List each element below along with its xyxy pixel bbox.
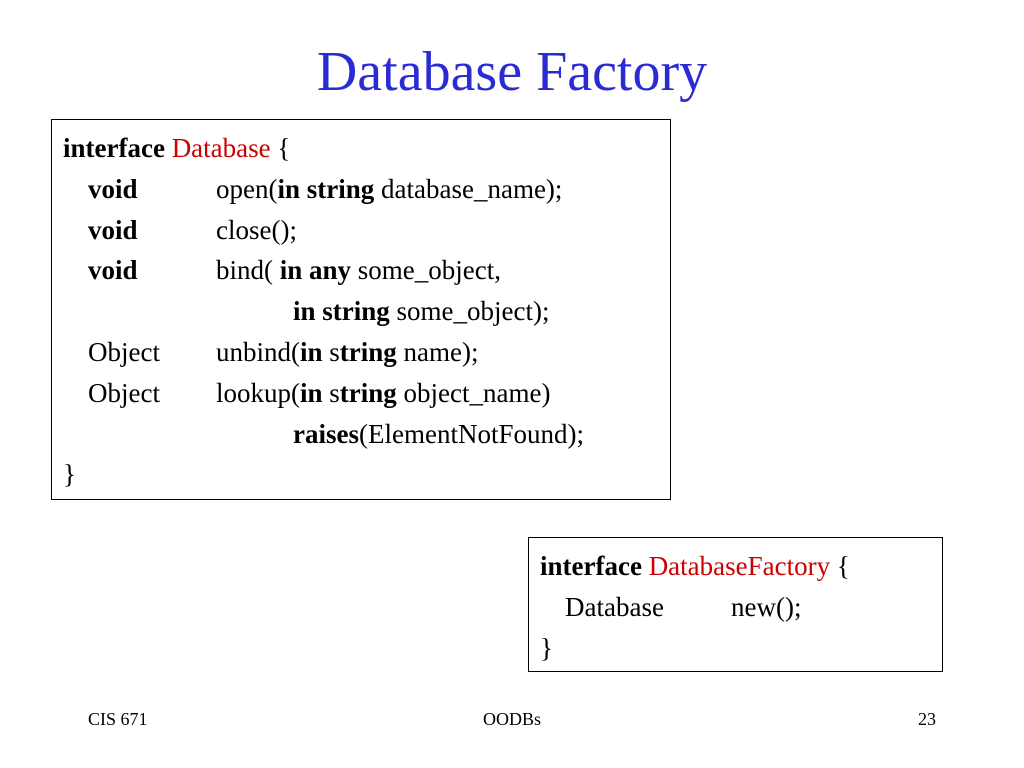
factory-interface-name: DatabaseFactory bbox=[648, 551, 831, 581]
method-return-type: void bbox=[88, 173, 138, 204]
code-text: unbind( bbox=[216, 336, 300, 367]
code-text: open( bbox=[216, 173, 278, 204]
code-keyword: in string bbox=[277, 173, 375, 204]
code-keyword: in bbox=[300, 336, 323, 367]
code-keyword: in bbox=[300, 377, 323, 408]
factory-method-line: Database new(); bbox=[529, 587, 942, 628]
code-text: s bbox=[322, 377, 340, 408]
footer-page-number: 23 bbox=[918, 709, 936, 729]
method-signature: open(in string database_name); bbox=[216, 169, 562, 210]
code-keyword: in string bbox=[293, 296, 390, 327]
method-signature: bind( in any some_object, bbox=[216, 250, 501, 291]
interface-name: Database bbox=[171, 133, 271, 163]
close-brace: } bbox=[63, 459, 76, 490]
method-line: void close(); bbox=[52, 210, 670, 251]
slide-title: Database Factory bbox=[316, 41, 708, 103]
code-text: some_object, bbox=[351, 255, 502, 286]
method-signature: close(); bbox=[216, 210, 297, 251]
method-return-type: Object bbox=[88, 336, 160, 367]
interface-keyword: interface bbox=[63, 133, 165, 163]
code-keyword: in any bbox=[279, 255, 352, 286]
footer-topic: OODBs bbox=[482, 709, 541, 729]
factory-header-line: interface DatabaseFactory { bbox=[529, 546, 942, 587]
signature-continuation: in string some_object); bbox=[293, 291, 550, 332]
method-return-type: Object bbox=[88, 377, 160, 408]
factory-open-brace: { bbox=[836, 551, 850, 581]
factory-interface-box: interface DatabaseFactory { Database new… bbox=[528, 537, 943, 672]
method-line: void bind( in any some_object, bbox=[52, 250, 670, 291]
code-text: database_name); bbox=[374, 173, 563, 204]
code-text: some_object); bbox=[389, 296, 550, 327]
code-text: close(); bbox=[216, 214, 297, 245]
method-continuation-line: raises(ElementNotFound); bbox=[52, 414, 670, 455]
method-line: Object lookup(in string object_name) bbox=[52, 373, 670, 414]
interface-footer-line: } bbox=[52, 454, 670, 495]
code-text: bind( bbox=[216, 255, 280, 286]
code-keyword: tring bbox=[339, 336, 397, 367]
open-brace: { bbox=[277, 133, 291, 163]
code-text: (ElementNotFound); bbox=[358, 418, 584, 449]
signature-continuation: raises(ElementNotFound); bbox=[293, 414, 584, 455]
code-text: name); bbox=[396, 336, 479, 367]
interface-header-line: interface Database { bbox=[52, 128, 670, 169]
code-text: s bbox=[322, 336, 340, 367]
method-continuation-line: in string some_object); bbox=[52, 291, 670, 332]
factory-method-signature: new(); bbox=[731, 591, 802, 622]
factory-close-brace: } bbox=[540, 632, 553, 663]
method-line: Object unbind(in string name); bbox=[52, 332, 670, 373]
footer-course: CIS 671 bbox=[88, 709, 148, 729]
code-keyword: raises bbox=[293, 418, 359, 449]
factory-footer-line: } bbox=[529, 628, 942, 669]
factory-interface-keyword: interface bbox=[540, 551, 642, 581]
factory-method-return: Database bbox=[565, 591, 664, 622]
method-signature: lookup(in string object_name) bbox=[216, 373, 550, 414]
method-return-type: void bbox=[88, 255, 138, 286]
code-text: object_name) bbox=[396, 377, 551, 408]
code-keyword: tring bbox=[339, 377, 397, 408]
method-line: void open(in string database_name); bbox=[52, 169, 670, 210]
code-text: lookup( bbox=[216, 377, 300, 408]
method-return-type: void bbox=[88, 214, 138, 245]
method-signature: unbind(in string name); bbox=[216, 332, 479, 373]
